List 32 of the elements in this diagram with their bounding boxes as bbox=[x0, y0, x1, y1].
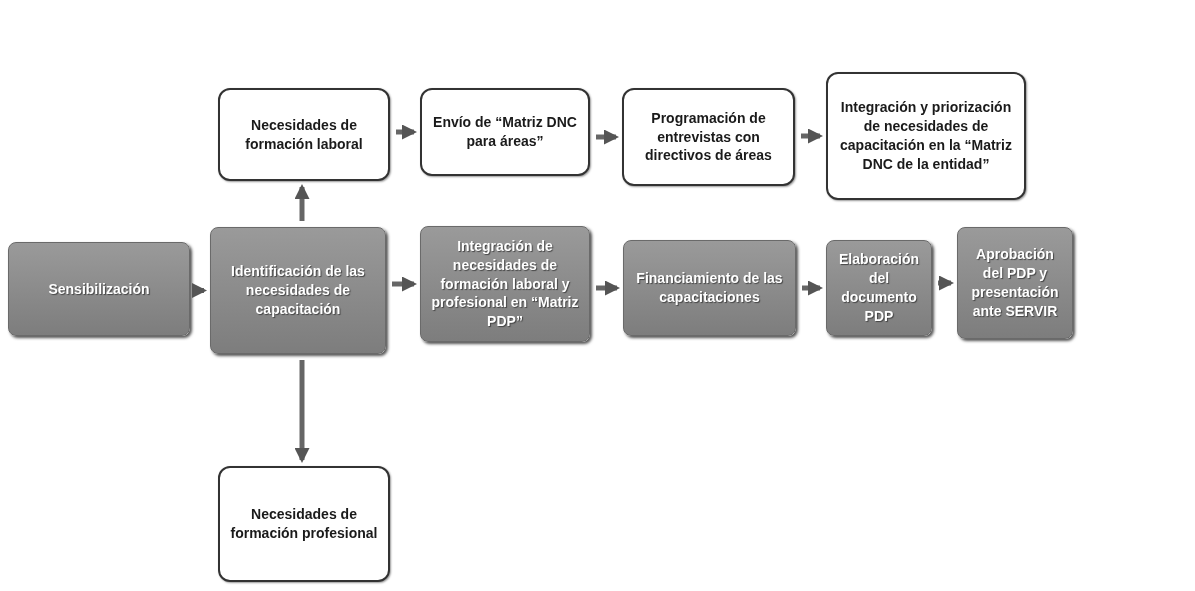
box-text: Sensibilización bbox=[48, 279, 150, 299]
arrow bbox=[801, 128, 823, 144]
arrow bbox=[596, 280, 620, 296]
box-text: Identificación de las necesidades de capacitación bbox=[230, 262, 366, 319]
box-text: Necesidades de formación profesional bbox=[229, 505, 379, 543]
arrow bbox=[294, 360, 310, 463]
process-box bbox=[218, 466, 390, 582]
process-box bbox=[622, 88, 795, 186]
process-box bbox=[826, 72, 1026, 200]
box-text: Integración de necesidades de formación laboral y profesional en “Matriz PDP” bbox=[430, 236, 580, 332]
box-text: Envío de “Matriz DNC para áreas” bbox=[432, 113, 578, 151]
arrow bbox=[802, 280, 823, 296]
box-text: Integración y priorización de necesidades de capacitación en la “Matriz DNC de la entidad” bbox=[839, 98, 1013, 174]
process-box bbox=[826, 240, 932, 336]
arrow bbox=[596, 129, 619, 145]
arrow bbox=[392, 276, 417, 292]
box-text: Financiamiento de las capacitaciones bbox=[635, 269, 784, 307]
process-box bbox=[420, 88, 590, 176]
process-box bbox=[623, 240, 796, 336]
box-text: Programación de entrevistas con directivos de áreas bbox=[644, 108, 773, 166]
box-text: Aprobación del PDP y presentación ante SERVIR bbox=[970, 245, 1060, 321]
box-text: Elaboración del documento PDP bbox=[837, 250, 921, 326]
process-box bbox=[218, 88, 390, 181]
arrow bbox=[192, 283, 207, 298]
process-box bbox=[957, 227, 1073, 339]
box-text: Necesidades de formación laboral bbox=[244, 115, 364, 154]
process-box bbox=[420, 226, 590, 342]
arrow bbox=[294, 184, 310, 221]
arrow bbox=[938, 275, 954, 291]
process-box bbox=[8, 242, 190, 336]
arrow bbox=[396, 124, 417, 140]
process-box bbox=[210, 227, 386, 354]
